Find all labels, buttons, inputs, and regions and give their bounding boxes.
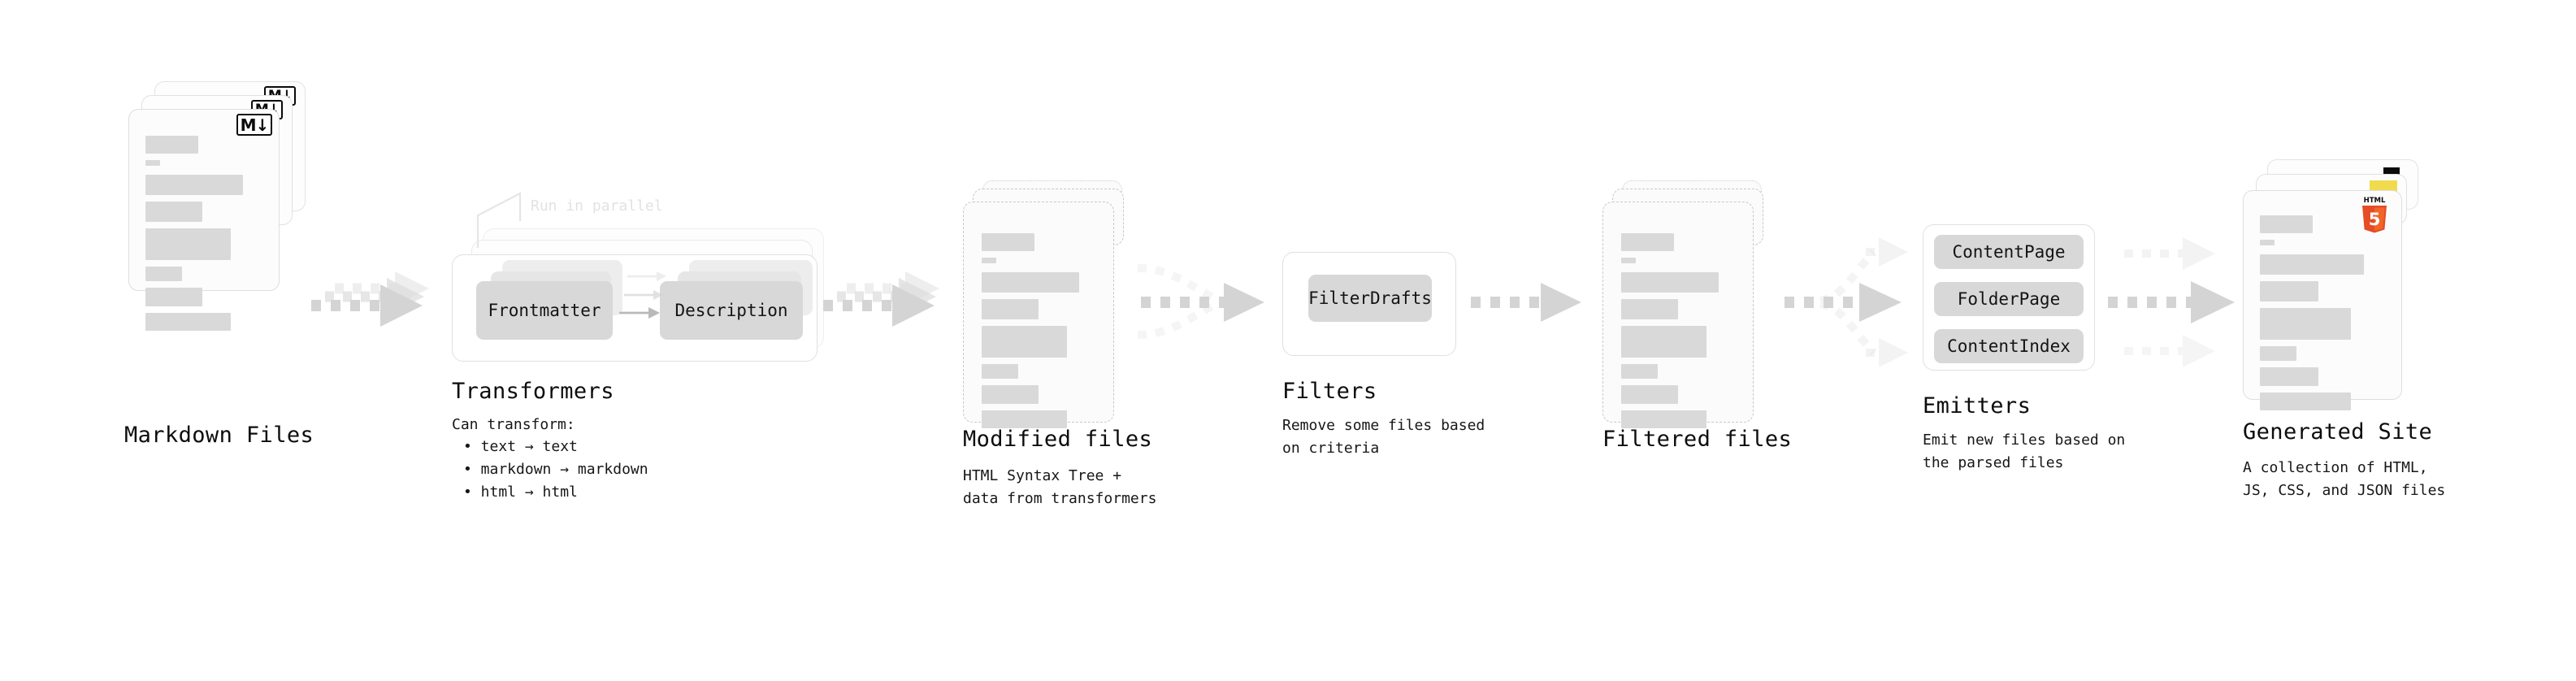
filters-chip-filterdrafts[interactable]: FilterDrafts <box>1308 275 1432 322</box>
html5-badge-wordmark: HTML <box>2364 197 2386 205</box>
html5-badge-icon: HTML 5 <box>2357 195 2392 234</box>
emitters-title: Emitters <box>1923 393 2032 419</box>
transformers-chip-description[interactable]: Description <box>660 281 803 340</box>
modified-sheet-front <box>963 202 1114 428</box>
emitters-chip-folderpage[interactable]: FolderPage <box>1934 282 2084 316</box>
arrow-modified-to-filters <box>1137 264 1264 339</box>
transformers-bullet-3: • html → html <box>463 483 578 501</box>
markdown-badge-icon: M↓ <box>236 114 272 136</box>
filters-title: Filters <box>1282 379 1377 404</box>
filtered-files-stack <box>1602 180 1777 428</box>
generated-site-title: Generated Site <box>2243 419 2433 445</box>
emitters-chip-contentpage[interactable]: ContentPage <box>1934 235 2084 269</box>
filters-subtitle: Remove some files based on criteria <box>1282 417 1485 457</box>
emitters-subtitle: Emit new files based on the parsed files <box>1923 432 2126 471</box>
markdown-files-title: Markdown Files <box>124 423 314 448</box>
markdown-files-stack: M↓ M↓ M↓ <box>128 81 306 331</box>
arrow-filtered-to-emitters <box>1785 237 1908 367</box>
modified-files-subtitle: HTML Syntax Tree + data from transformer… <box>963 467 1157 507</box>
arrow-filters-to-filtered <box>1471 283 1581 322</box>
transformers-bullet-list: • text → text • markdown → markdown • ht… <box>452 436 648 504</box>
transformers-title: Transformers <box>452 379 614 404</box>
run-in-parallel-label: Run in parallel <box>531 197 663 215</box>
filtered-sheet-front <box>1602 202 1754 428</box>
emitters-chip-contentindex[interactable]: ContentIndex <box>1934 329 2084 363</box>
arrow-markdown-to-transformers <box>311 271 429 327</box>
transformers-subtitle: Can transform: <box>452 416 575 433</box>
modified-files-title: Modified files <box>963 427 1153 452</box>
arrow-emitters-to-generated <box>2108 237 2235 367</box>
html5-badge-digit: 5 <box>2369 210 2381 229</box>
modified-files-stack <box>963 180 1138 428</box>
markdown-sheet-front <box>128 109 280 331</box>
transformers-bullet-2: • markdown → markdown <box>463 460 648 478</box>
transformers-bullet-1: • text → text <box>463 438 578 455</box>
arrow-transformers-to-modified <box>823 271 939 327</box>
transformers-chip-frontmatter[interactable]: Frontmatter <box>476 281 613 340</box>
generated-site-subtitle: A collection of HTML, JS, CSS, and JSON … <box>2243 459 2446 499</box>
generated-site-stack: HTML 5 <box>2243 159 2430 410</box>
filtered-files-title: Filtered files <box>1602 427 1793 452</box>
